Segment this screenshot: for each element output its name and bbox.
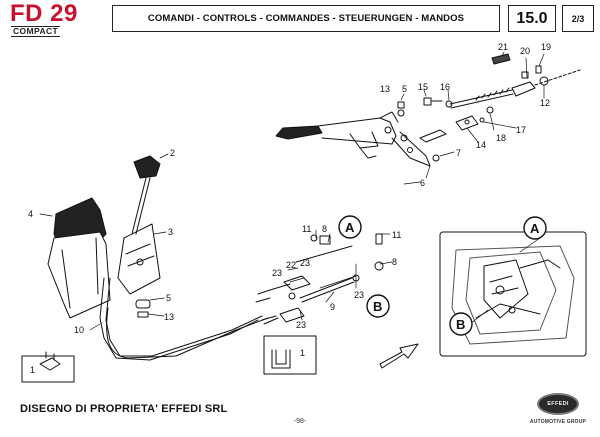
ownership-note: DISEGNO DI PROPRIETA' EFFEDI SRL (20, 403, 228, 415)
ref-circle-a (338, 215, 362, 239)
callout-box-1b (263, 335, 317, 375)
callout-12: 12 (540, 98, 550, 108)
handbrake-lever (275, 111, 431, 167)
callout-16: 16 (440, 82, 450, 92)
callout-9: 9 (330, 302, 335, 312)
ref-circle-b (366, 294, 390, 318)
callout-6: 6 (420, 178, 425, 188)
gear-boot (47, 197, 111, 319)
ref-circle-a-inset (523, 216, 547, 240)
brand-logo: FD 29 COMPACT (10, 1, 96, 39)
callout-8-b: 8 (392, 257, 397, 267)
callout-23-b: 23 (300, 258, 310, 268)
callout-22: 22 (286, 260, 296, 270)
callout-10: 10 (74, 325, 84, 335)
callout-1-left: 1 (30, 365, 35, 375)
gear-lever (117, 155, 161, 318)
callout-14: 14 (476, 140, 486, 150)
callout-8-a: 8 (322, 224, 327, 234)
callout-23-d: 23 (354, 290, 364, 300)
ref-a-mid: A (345, 220, 355, 235)
direction-arrow (379, 343, 419, 369)
cable-clip (39, 351, 61, 371)
callout-2: 2 (170, 148, 175, 158)
hardware-top (397, 53, 542, 162)
callout-13-left: 13 (164, 312, 174, 322)
callout-23-a: 23 (272, 268, 282, 278)
brand-sub: COMPACT (11, 26, 61, 37)
callout-3: 3 (168, 227, 173, 237)
page-number: -98- (293, 418, 307, 425)
logo-caption: AUTOMOTIVE GROUP (529, 419, 587, 425)
callout-4: 4 (28, 209, 33, 219)
callout-17: 17 (516, 125, 526, 135)
brake-cable-rod (449, 69, 581, 109)
callout-5-top: 5 (402, 84, 407, 94)
page-header: FD 29 COMPACT COMANDI - CONTROLS - COMMA… (0, 0, 600, 42)
ref-circle-b-inset (449, 312, 473, 336)
ref-b-mid: B (373, 299, 382, 314)
ref-a-inset: A (530, 221, 540, 236)
section-number: 15.0 (508, 5, 556, 32)
callout-7: 7 (456, 148, 461, 158)
callout-box-1a (21, 355, 75, 383)
callout-23-c: 23 (296, 320, 306, 330)
callout-20: 20 (520, 46, 530, 56)
shift-cables (99, 275, 311, 361)
logo-text: EFFEDI (547, 401, 569, 407)
callout-19: 19 (541, 42, 551, 52)
page-indicator: 2/3 (562, 5, 594, 32)
linkage-rod (288, 233, 384, 303)
bracket-clip (271, 349, 291, 369)
ref-b-inset: B (456, 317, 465, 332)
effedi-logo: EFFEDI AUTOMOTIVE GROUP (527, 393, 589, 433)
callout-13-top: 13 (380, 84, 390, 94)
exploded-diagram: A B A B 1 1 2 3 4 5 5 6 7 8 8 9 10 11 11… (21, 42, 587, 383)
inset-gearbox (451, 245, 575, 345)
callout-11-b: 11 (392, 230, 401, 240)
brand-model: FD 29 (10, 0, 78, 27)
leader-lines (39, 51, 545, 331)
callout-21: 21 (498, 42, 508, 52)
section-title: COMANDI - CONTROLS - COMMANDES - STEUERU… (112, 5, 500, 32)
inset-frame (439, 231, 587, 357)
callout-1-right: 1 (300, 348, 305, 358)
callout-15: 15 (418, 82, 428, 92)
logo-oval: EFFEDI (537, 393, 579, 415)
callout-11-a: 11 (302, 224, 311, 234)
callout-18: 18 (496, 133, 506, 143)
callout-5-left: 5 (166, 293, 171, 303)
